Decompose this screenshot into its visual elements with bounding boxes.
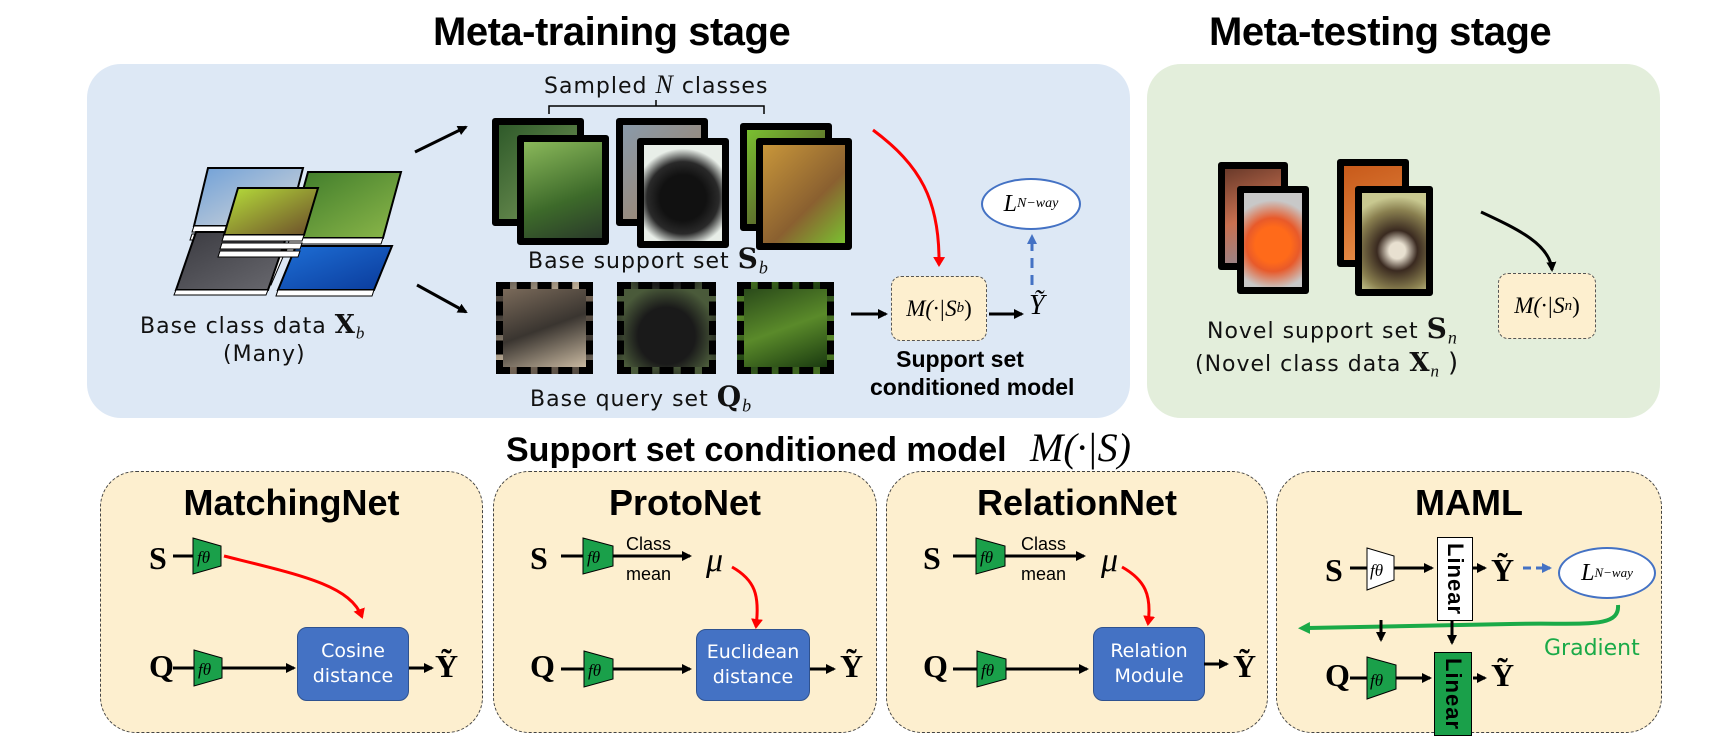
support-model-heading: Support set conditioned model M(·|S) xyxy=(506,425,1131,470)
linear-layer-query: Linear xyxy=(1434,652,1472,736)
query-symbol: Q xyxy=(1325,657,1350,693)
support-card-snake xyxy=(756,138,852,250)
relationnet-arrows: fθ fθ xyxy=(953,537,1229,688)
base-class-data-label: Base class data Xb xyxy=(140,310,366,343)
support-symbol: S xyxy=(1325,552,1343,588)
base-support-set-label: Base support set Sb xyxy=(528,242,769,278)
sampled-brace xyxy=(548,100,765,114)
encoder-icon xyxy=(193,649,223,687)
relationnet-title: RelationNet xyxy=(976,482,1178,523)
svg-text:fθ: fθ xyxy=(980,548,993,567)
red-arrow-support-model xyxy=(872,128,946,267)
mean-label: mean xyxy=(626,564,672,584)
gradient-arrow xyxy=(1298,604,1621,634)
protonet-arrows: fθ fθ xyxy=(561,537,836,688)
gradient-label: Gradient xyxy=(1544,636,1640,661)
support-symbol: S xyxy=(923,540,941,576)
query-symbol: Q xyxy=(530,648,555,684)
query-symbol: Q xyxy=(923,648,948,684)
svg-text:fθ: fθ xyxy=(588,661,601,680)
sampled-classes-label: Sampled N classes xyxy=(544,70,769,99)
query-card-snake xyxy=(737,282,834,374)
svg-text:fθ: fθ xyxy=(981,661,994,680)
output-symbol: Ỹ xyxy=(435,648,459,684)
svg-text:fθ: fθ xyxy=(587,548,600,567)
arrow-to-support xyxy=(414,125,468,154)
encoder-icon-white xyxy=(1366,547,1395,591)
arrow-novel-to-model xyxy=(1480,210,1557,272)
encoder-icon xyxy=(582,537,614,575)
base-query-set-label: Base query set Qb xyxy=(530,380,753,416)
encoder-icon xyxy=(1366,656,1397,700)
support-symbol: S xyxy=(530,540,548,576)
svg-text:fθ: fθ xyxy=(1370,561,1383,580)
output-symbol: Ỹ xyxy=(840,648,864,684)
svg-text:fθ: fθ xyxy=(198,660,211,679)
novel-class-note: (Novel class data Xn ) xyxy=(1195,348,1460,381)
query-card-finch xyxy=(496,282,593,374)
base-class-data-note: (Many) xyxy=(223,342,306,367)
mu-symbol: μ xyxy=(706,542,724,579)
matchingnet-title: MatchingNet xyxy=(183,482,400,523)
support-card-dog xyxy=(637,138,729,248)
support-symbol: S xyxy=(149,540,167,576)
novel-card-crab xyxy=(1237,186,1309,294)
matchingnet-arrows: fθ fθ xyxy=(173,537,434,687)
svg-text:fθ: fθ xyxy=(1370,671,1383,690)
encoder-icon xyxy=(975,537,1006,575)
meta-training-title: Meta-training stage xyxy=(433,10,791,54)
maml-arrows: fθ fθ xyxy=(1298,547,1621,700)
query-card-dog xyxy=(617,282,716,374)
support-card-finches xyxy=(517,135,609,245)
arrow-to-query xyxy=(416,283,468,314)
protonet-title: ProtoNet xyxy=(609,482,761,523)
svg-text:fθ: fθ xyxy=(197,548,210,567)
query-symbol: Q xyxy=(149,648,174,684)
support-set-caption: Support set conditioned model xyxy=(870,346,1075,400)
maml-title: MAML xyxy=(1415,482,1523,523)
novel-support-set-label: Novel support set Sn xyxy=(1207,312,1458,348)
output-symbol: Ỹ xyxy=(1233,648,1257,684)
mu-symbol: μ xyxy=(1101,542,1119,579)
encoder-icon xyxy=(192,537,222,575)
class-label: Class xyxy=(626,534,672,554)
output-symbol: Ỹ xyxy=(1491,657,1515,693)
encoder-icon xyxy=(583,650,614,688)
novel-card-ferret xyxy=(1355,186,1433,296)
base-class-data-stack xyxy=(168,160,418,300)
linear-layer-support: Linear xyxy=(1437,537,1473,621)
class-label: Class xyxy=(1021,534,1067,554)
encoder-icon xyxy=(976,650,1007,688)
mean-label: mean xyxy=(1021,564,1067,584)
meta-testing-title: Meta-testing stage xyxy=(1209,10,1552,54)
output-symbol: Ỹ xyxy=(1491,552,1515,588)
meta-train-output: Ỹ xyxy=(1029,290,1045,321)
